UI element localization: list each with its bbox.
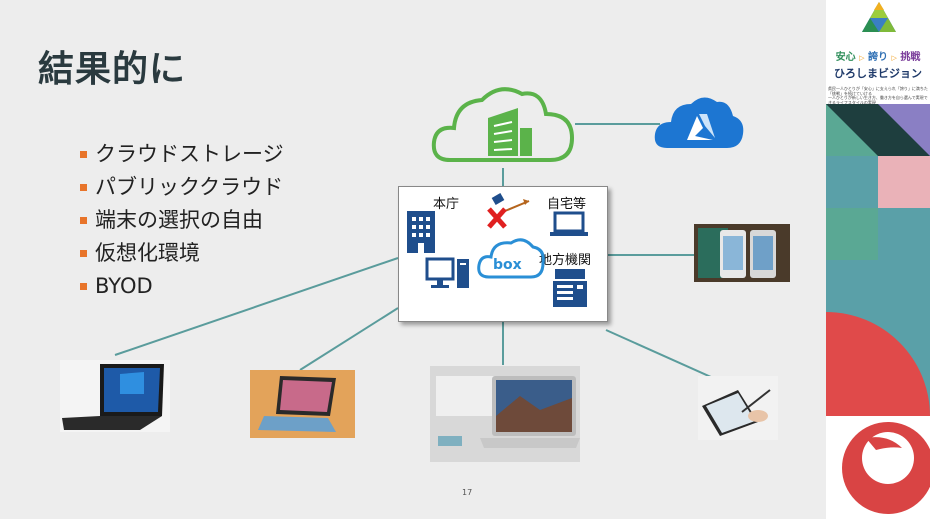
geometric-pattern xyxy=(826,104,930,519)
printer-icon xyxy=(553,269,587,307)
slide-title: 結果的に xyxy=(38,49,187,90)
bullet-marker xyxy=(80,217,87,224)
vision-sidebar: 安心 ▷ 誇り ▷ 挑戦 ひろしまビジョン 県民一人ひとりが「安心」に支えられ「… xyxy=(826,0,930,519)
box-cloud-icon: box xyxy=(477,238,545,279)
hub-diagram: 本庁 自宅等 地方機関 xyxy=(398,186,608,322)
tablet-keyboard-photo xyxy=(250,370,355,438)
bullet-text: 仮想化環境 xyxy=(95,241,200,265)
slogan-row: 安心 ▷ 誇り ▷ 挑戦 xyxy=(835,52,921,63)
macbook-photo xyxy=(430,366,580,462)
bullet-text: BYOD xyxy=(95,274,153,298)
connector-line xyxy=(299,307,399,371)
bullet-text: 端末の選択の自由 xyxy=(95,208,263,232)
vision-small-text: 一人ひとりが新しい生き方、働き方を自ら選んで実現できるライフスタイルの実現 xyxy=(828,95,928,105)
vision-small-text: 県民一人ひとりが「安心」に支えられ「誇り」に満ちた「挑戦」を続けていける xyxy=(828,86,928,96)
label-branch: 地方機関 xyxy=(539,253,592,268)
bullet-text: パブリッククラウド xyxy=(95,175,284,199)
slogan-word: 安心 xyxy=(835,52,856,63)
stylus-tablet-photo xyxy=(698,376,778,440)
slide: 結果的に クラウドストレージ パブリッククラウド 端末の選択の自由 仮想化環境 … xyxy=(38,49,790,497)
box-logo-text: box xyxy=(493,257,522,273)
azure-cloud-icon xyxy=(654,97,744,148)
smartphones-photo xyxy=(694,224,790,282)
cloud-building-icon xyxy=(431,87,575,162)
label-office: 本庁 xyxy=(433,197,460,212)
bullet-marker xyxy=(80,151,87,158)
bullet-marker xyxy=(80,184,87,191)
bullet-item: パブリッククラウド xyxy=(80,171,284,204)
label-home: 自宅等 xyxy=(547,197,587,212)
page-number: 17 xyxy=(462,488,473,497)
windows-laptop-photo xyxy=(60,360,170,432)
connector-line xyxy=(114,257,399,356)
triangle-logo-icon xyxy=(862,2,896,32)
desktop-pc-icon xyxy=(425,257,469,288)
bullet-text: クラウドストレージ xyxy=(95,142,284,166)
bullet-list: クラウドストレージ パブリッククラウド 端末の選択の自由 仮想化環境 BYOD xyxy=(80,138,284,303)
bullet-item: BYOD xyxy=(80,270,284,303)
bullet-marker xyxy=(80,250,87,257)
bullet-marker xyxy=(80,283,87,290)
bullet-item: 仮想化環境 xyxy=(80,237,284,270)
laptop-icon xyxy=(550,211,588,236)
vision-title: ひろしまビジョン xyxy=(834,67,922,80)
slogan-word: 挑戦 xyxy=(900,52,921,63)
usb-blocked-icon xyxy=(487,193,530,229)
office-building-icon xyxy=(407,211,435,253)
bullet-item: 端末の選択の自由 xyxy=(80,204,284,237)
slogan-word: 誇り xyxy=(868,52,888,63)
bullet-item: クラウドストレージ xyxy=(80,138,284,171)
